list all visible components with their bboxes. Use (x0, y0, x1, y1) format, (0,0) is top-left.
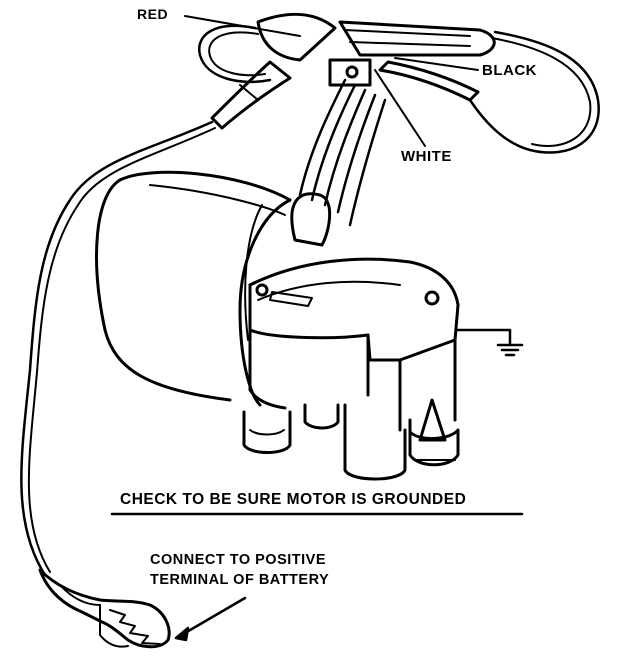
battery-instruction-line2: TERMINAL OF BATTERY (150, 572, 330, 588)
connector-plugs (242, 398, 460, 481)
white-wire-label: WHITE (401, 148, 452, 165)
red-lead-loop (198, 24, 272, 84)
battery-lead-wire (20, 120, 214, 577)
white-leader-line (374, 69, 426, 147)
black-leader-line (394, 57, 479, 71)
battery-instruction-line1: CONNECT TO POSITIVE (150, 552, 327, 568)
grounded-note: CHECK TO BE SURE MOTOR IS GROUNDED (120, 491, 467, 508)
black-lead-wire (468, 30, 600, 154)
motor-body (95, 170, 292, 407)
battery-alligator-clip (38, 568, 171, 649)
red-leader-line (184, 15, 301, 37)
wire-bundle (298, 78, 387, 227)
ground-symbol-icon (456, 328, 524, 357)
red-wire-label: RED (137, 6, 169, 22)
motor-cover (248, 257, 460, 432)
black-wire-label: BLACK (482, 62, 537, 79)
top-alligator-clips (210, 12, 496, 130)
battery-instruction: CONNECT TO POSITIVE TERMINAL OF BATTERY (150, 550, 329, 590)
cable-clamp (290, 192, 332, 247)
battery-leader-line (183, 596, 247, 635)
